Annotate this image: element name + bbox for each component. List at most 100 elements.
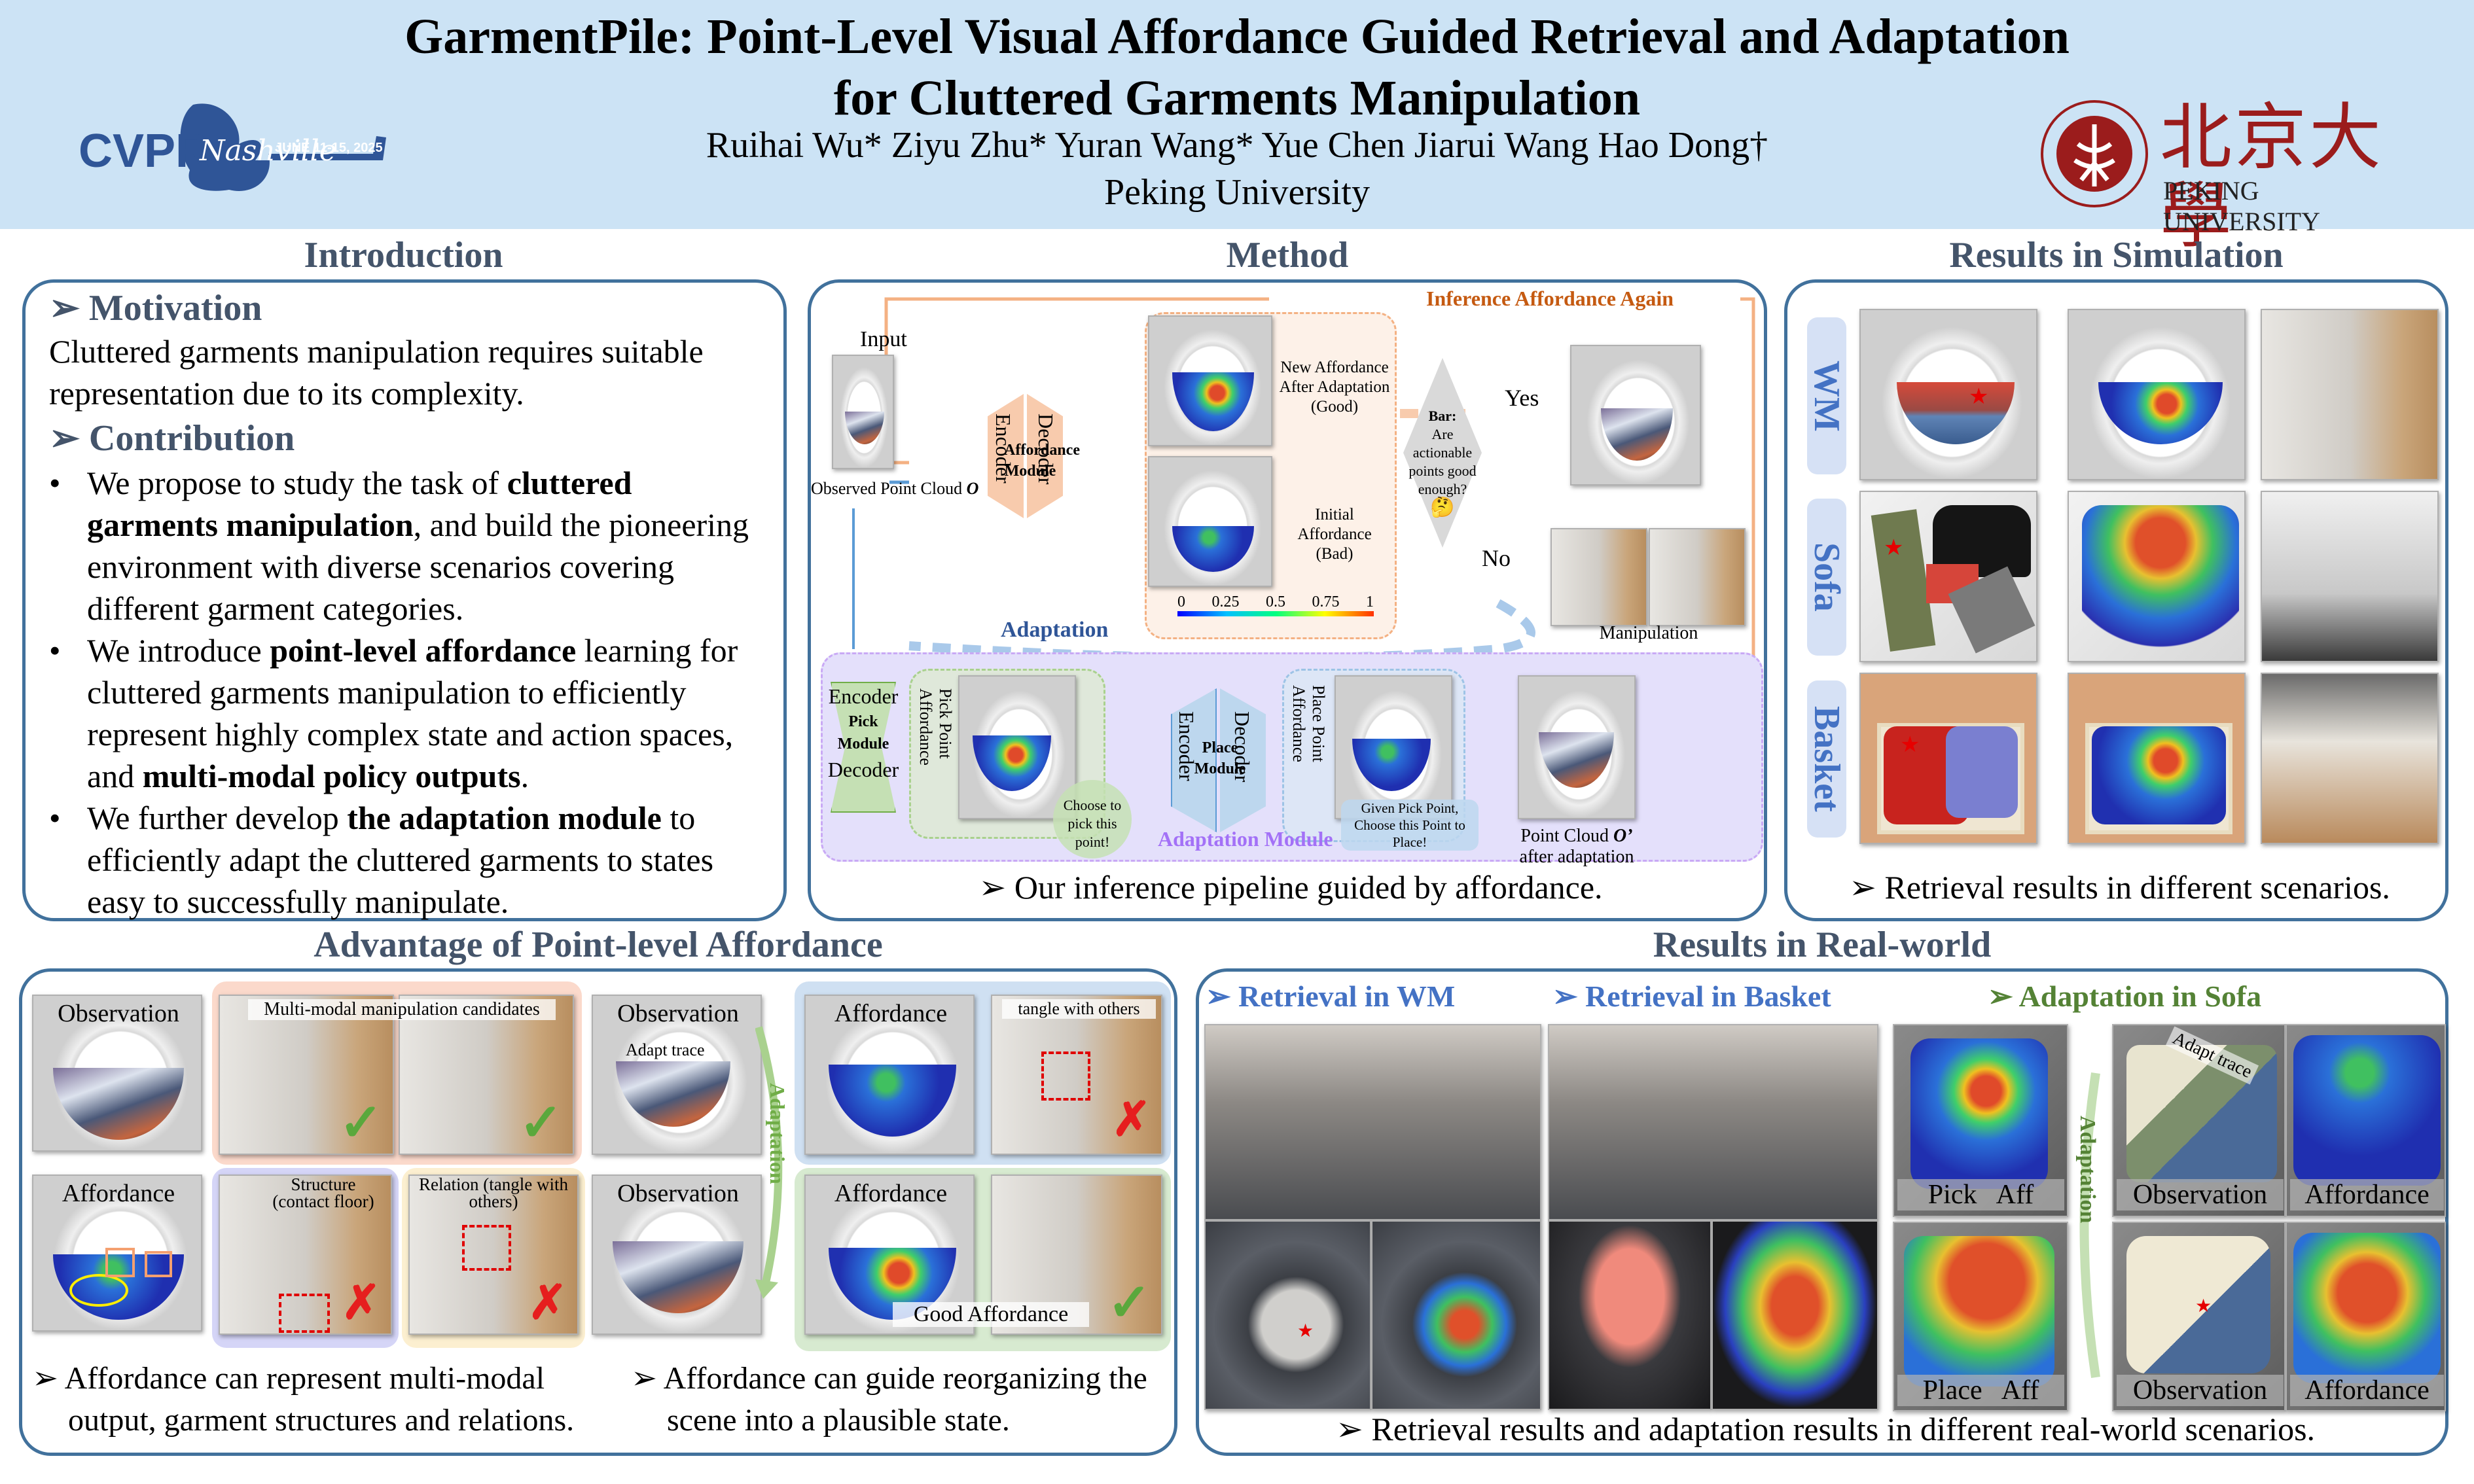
affordance-map [2293, 1233, 2441, 1383]
contribution-item: We introduce point-level affordance lear… [49, 629, 768, 797]
text: to efficiently adapt the cluttered garme… [87, 800, 714, 920]
affordance-map [1910, 1038, 2048, 1189]
motivation-heading-text: Motivation [88, 288, 262, 328]
results-sim-title: Results in Simulation [1949, 235, 2284, 275]
text: after adaptation [1519, 847, 1634, 867]
initial-affordance-image [1148, 456, 1272, 587]
new-affordance-image [1148, 315, 1272, 446]
place-decoder [1220, 688, 1266, 832]
adv-observation-image: Observation [32, 995, 202, 1152]
real-basket-scene [1548, 1024, 1878, 1220]
garment-pile [1897, 382, 2015, 444]
observed-point-cloud-label: Observed Point Cloud O [811, 479, 1014, 499]
place-aff-label: Place Aff [1897, 1375, 2064, 1406]
advantage-caption-right: ➢ Affordance can guide reorganizing the … [628, 1358, 1164, 1441]
initial-affordance-label: Initial Affordance (Bad) [1297, 506, 1372, 563]
star-icon: ★ [1884, 536, 1904, 560]
multi-modal-candidate-1: ✓ [219, 995, 394, 1155]
tick: 0 [1177, 593, 1185, 610]
text: . [520, 758, 529, 794]
arrow-bullet-icon: ➢ [49, 288, 89, 328]
svg-text:JUNE 11-15, 2025: JUNE 11-15, 2025 [275, 141, 383, 155]
text: We further develop [87, 800, 348, 836]
arrow-bullet-icon: ➢ [32, 1361, 65, 1396]
highlight-ellipse [69, 1274, 128, 1307]
arrow-bullet-icon: ➢ [631, 1361, 664, 1396]
adv-affordance-image: Affordance [32, 1175, 202, 1332]
contribution-item: We further develop the adaptation module… [49, 797, 768, 923]
real-sofa-after-affordance: Affordance [2286, 1222, 2446, 1411]
tangle-label: tangle with others [1002, 999, 1156, 1019]
heading-text: Retrieval in WM [1238, 980, 1456, 1013]
adaptation-curve-arrow [755, 1026, 783, 1299]
introduction-title: Introduction [304, 235, 503, 275]
affordance-label: Affordance [834, 1180, 948, 1207]
arrow-bullet-icon: ➢ [1988, 980, 2019, 1013]
motivation-heading: ➢ Motivation [49, 287, 768, 329]
arrow-bullet-icon: ➢ [1552, 980, 1586, 1013]
emphasis: point-level affordance [270, 632, 577, 669]
advantage-caption-left: ➢ Affordance can represent multi-modal o… [29, 1358, 631, 1441]
symbol: O’ [1613, 826, 1633, 846]
affiliation: Peking University [1104, 172, 1370, 213]
garment-pile [53, 1068, 184, 1140]
real-heading-basket: ➢ Retrieval in Basket [1552, 978, 1831, 1014]
sim-sofa-execution [2261, 491, 2439, 662]
affordance-label: Affordance [2290, 1375, 2444, 1406]
observation-label: Observation [617, 1180, 739, 1207]
caption-text: Affordance can represent multi-modal out… [64, 1361, 575, 1438]
tick: 0.25 [1211, 593, 1240, 610]
pick-callout: Choose to pick this point! [1053, 780, 1132, 858]
tick: 0.75 [1312, 593, 1340, 610]
pku-seal-icon [2041, 100, 2148, 207]
affordance-decoder [1027, 394, 1063, 518]
heading-text: Retrieval in Basket [1585, 980, 1831, 1013]
adv-after-observation: Observation [592, 1175, 762, 1335]
contribution-item: We propose to study the task of cluttere… [49, 462, 768, 629]
affordance-map [2293, 1035, 2441, 1186]
emphasis: multi-modal policy outputs [142, 758, 521, 794]
star-icon: ★ [1297, 1321, 1314, 1341]
highlight-box [462, 1225, 511, 1271]
pku-chinese-name: 北京大學 [2160, 96, 2384, 258]
highlight-box [1041, 1051, 1090, 1101]
adapted-point-cloud-image [1518, 675, 1636, 819]
sim-wm-observation: ★ [1859, 309, 2037, 480]
highlight-box [145, 1251, 172, 1277]
sim-basket-affordance [2068, 673, 2246, 844]
decision-title: Bar: [1428, 408, 1457, 424]
real-wm-observation: ★ [1204, 1220, 1371, 1410]
real-basket-affordance [1712, 1220, 1878, 1410]
highlight-box [105, 1248, 135, 1277]
multi-modal-candidate-2: ✓ [399, 995, 574, 1155]
introduction-panel: ➢ Motivation Cluttered garments manipula… [22, 279, 787, 921]
arrow-bullet-icon: ➢ [978, 869, 1014, 906]
real-wm-affordance [1371, 1220, 1541, 1410]
real-sofa-after-observation: ★ Observation [2112, 1222, 2286, 1411]
adapt-trace-label: Adapt trace [626, 1040, 705, 1059]
svg-text:Nashville: Nashville [199, 134, 336, 168]
highlight-box [279, 1294, 330, 1333]
pick-decoder-label: Decoder [827, 758, 899, 781]
symbol: O [966, 479, 979, 498]
affordance-map [2092, 726, 2226, 824]
good-affordance-label: Good Affordance [893, 1302, 1089, 1327]
sim-sofa-observation: ★ [1859, 491, 2037, 662]
method-panel: Input Observed Point Cloud O Encoder Dec… [808, 279, 1767, 921]
advantage-title: Advantage of Point-level Affordance [314, 925, 883, 965]
colorbar-gradient [1177, 611, 1374, 616]
results-real-title: Results in Real-world [1653, 925, 1992, 965]
colorbar: 0 0.25 0.5 0.75 1 [1177, 593, 1374, 616]
cvpr-guitar-icon: CVPR Nashville JUNE 11-15, 2025 [79, 103, 386, 191]
poster-header: CVPR Nashville JUNE 11-15, 2025 GarmentP… [0, 0, 2474, 255]
text: We propose to study the task of [87, 465, 507, 501]
caption-text: Retrieval results and adaptation results… [1371, 1411, 2316, 1447]
sim-sofa-affordance [2068, 491, 2246, 662]
affordance-decoder-label: Decoder [1034, 414, 1058, 485]
observation-label: Observation [617, 1000, 739, 1027]
text: learning for cluttered garments manipula… [87, 632, 738, 794]
real-adaptation-label: Adaptation [2075, 1116, 2100, 1224]
arrow-bullet-icon: ➢ [1849, 869, 1885, 906]
cross-icon: ✗ [1111, 1093, 1151, 1146]
text: Observed Point Cloud [811, 479, 963, 498]
